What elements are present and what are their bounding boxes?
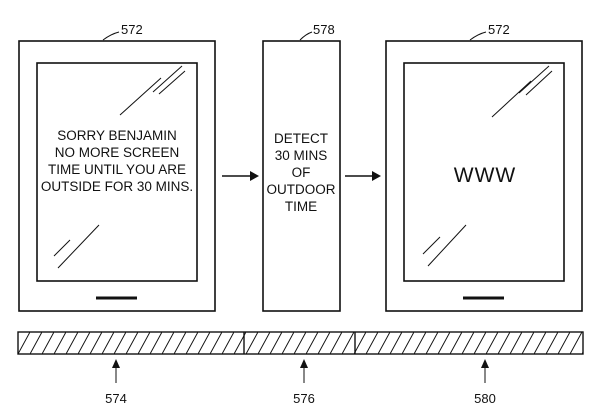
ref-label-576: 576: [293, 391, 315, 406]
detect-line-3: OF: [292, 165, 311, 180]
ref-label-572-left: 572: [121, 22, 143, 37]
left-message-line-2: NO MORE SCREEN: [55, 145, 180, 160]
left-message-line-4: OUTSIDE FOR 30 MINS.: [41, 179, 193, 194]
arrow-left-to-middle: [222, 171, 259, 181]
detection-box: DETECT 30 MINS OF OUTDOOR TIME: [262, 40, 341, 312]
ref-label-574: 574: [105, 391, 127, 406]
left-tablet-message: SORRY BENJAMIN NO MORE SCREEN TIME UNTIL…: [41, 124, 193, 200]
left-tablet-screen: [36, 62, 198, 282]
detect-line-5: TIME: [285, 199, 317, 214]
ref-572-left: 572: [102, 22, 143, 41]
timeline-bar: [17, 331, 584, 355]
ref-label-572-right: 572: [488, 22, 510, 37]
left-tablet-device: [18, 40, 216, 312]
ref-label-578: 578: [313, 22, 335, 37]
detect-line-1: DETECT: [274, 131, 328, 146]
arrow-middle-to-right: [345, 171, 381, 181]
right-tablet-screen: [403, 62, 565, 282]
ref-574: 574: [105, 359, 127, 406]
ref-label-580: 580: [474, 391, 496, 406]
detect-line-2: 30 MINS: [275, 148, 328, 163]
www-text: WWW: [454, 164, 516, 187]
right-tablet-device: [385, 40, 583, 312]
left-message-line-1: SORRY BENJAMIN: [57, 128, 177, 143]
ref-572-right: 572: [469, 22, 510, 41]
ref-578: 578: [299, 22, 335, 41]
ref-580: 580: [474, 359, 496, 406]
right-tablet-web: WWW: [452, 160, 518, 188]
ref-576: 576: [293, 359, 315, 406]
detect-line-4: OUTDOOR: [267, 182, 336, 197]
left-message-line-3: TIME UNTIL YOU ARE: [48, 162, 186, 177]
